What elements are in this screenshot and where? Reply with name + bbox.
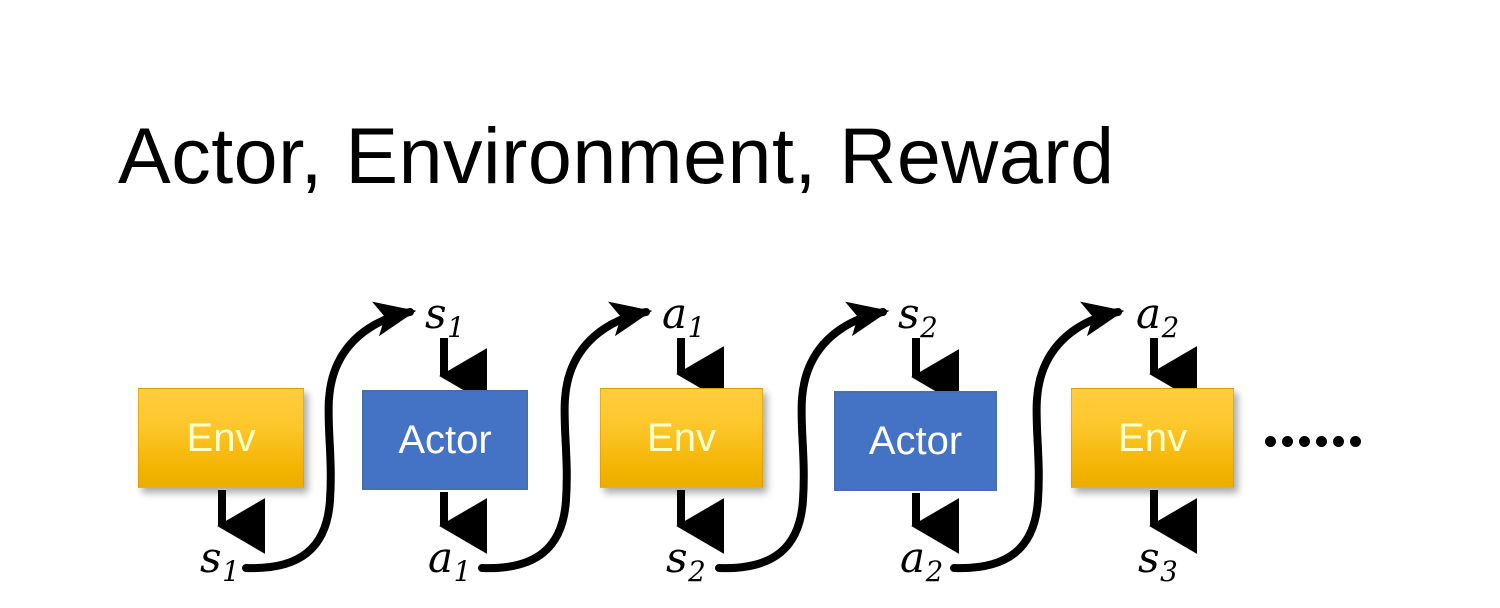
symbol-subscript: 2 xyxy=(688,554,706,588)
node-label: Actor xyxy=(868,419,963,463)
bottom-label-bot-s2: s2 xyxy=(666,537,706,586)
outgoing-arrow-group xyxy=(217,490,1198,554)
top-label-top-a2: a2 xyxy=(1136,293,1179,342)
symbol-base: s xyxy=(200,533,222,582)
node-actor1[interactable]: Actor xyxy=(362,390,528,490)
bottom-label-bot-s1: s1 xyxy=(200,537,240,586)
ellipsis-dot xyxy=(1265,436,1276,447)
symbol-subscript: 3 xyxy=(1160,554,1178,588)
node-env1[interactable]: Env xyxy=(138,388,304,488)
node-label: Env xyxy=(186,416,256,460)
node-label: Env xyxy=(1118,416,1187,460)
symbol-subscript: 2 xyxy=(1161,310,1180,344)
symbol-base: a xyxy=(662,289,688,338)
node-label: Env xyxy=(647,416,716,460)
symbol-base: s xyxy=(1138,533,1160,582)
top-label-top-s2: s2 xyxy=(898,293,938,342)
top-label-top-a1: a1 xyxy=(662,293,705,342)
symbol-subscript: 1 xyxy=(453,554,472,588)
bottom-label-bot-a2: a2 xyxy=(900,537,943,586)
symbol-base: s xyxy=(898,289,920,338)
node-env3[interactable]: Env xyxy=(1071,388,1234,488)
symbol-base: a xyxy=(1136,289,1162,338)
bottom-label-bot-a1: a1 xyxy=(428,537,471,586)
symbol-base: a xyxy=(428,533,454,582)
ellipsis-dot xyxy=(1282,436,1293,447)
incoming-arrow-group xyxy=(439,338,1198,405)
node-env2[interactable]: Env xyxy=(600,388,763,488)
node-label: Actor xyxy=(398,418,492,462)
symbol-subscript: 1 xyxy=(447,310,465,344)
ellipsis-dot xyxy=(1316,436,1327,447)
symbol-subscript: 2 xyxy=(925,554,944,588)
page-title: Actor, Environment, Reward xyxy=(118,111,1115,200)
symbol-base: a xyxy=(900,533,926,582)
ellipsis-dot xyxy=(1350,436,1361,447)
top-label-top-s1: s1 xyxy=(425,293,465,342)
symbol-subscript: 2 xyxy=(920,310,938,344)
symbol-subscript: 1 xyxy=(687,310,706,344)
symbol-base: s xyxy=(666,533,688,582)
ellipsis-dot xyxy=(1333,436,1344,447)
symbol-base: s xyxy=(425,289,447,338)
node-actor2[interactable]: Actor xyxy=(834,391,997,491)
bottom-label-bot-s3: s3 xyxy=(1138,537,1178,586)
ellipsis-dots xyxy=(1265,436,1361,447)
symbol-subscript: 1 xyxy=(222,554,240,588)
ellipsis-dot xyxy=(1299,436,1310,447)
